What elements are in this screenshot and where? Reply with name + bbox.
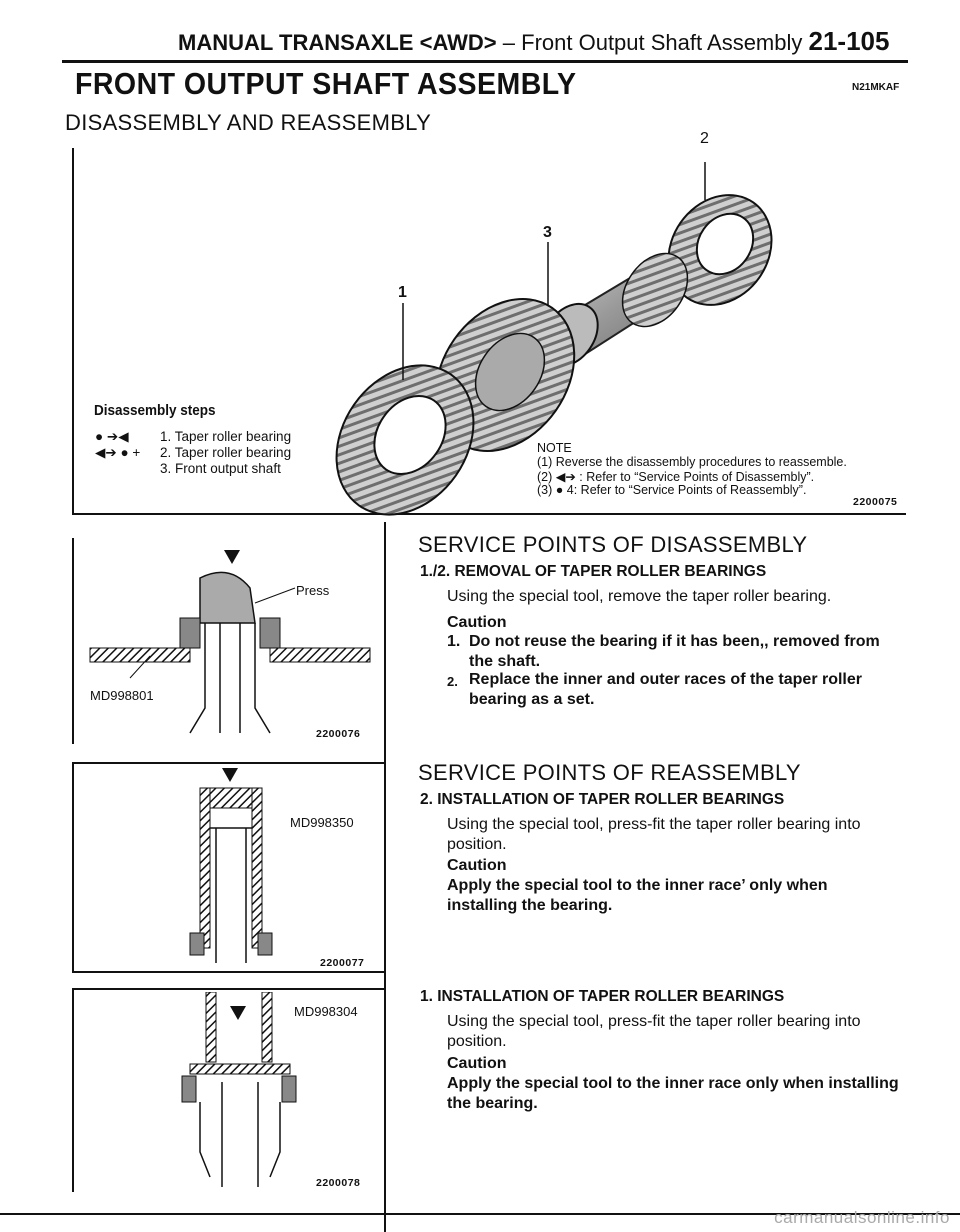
- page-header: MANUAL TRANSAXLE <AWD> – Front Output Sh…: [178, 26, 889, 57]
- output-shaft-illustration: [335, 162, 773, 516]
- disassembly-body: Using the special tool, remove the taper…: [447, 588, 832, 605]
- reassembly-item-1-body: Using the special tool, press-fit the ta…: [447, 1013, 861, 1050]
- footer-rule: [0, 1213, 960, 1215]
- reassembly-item-2-body: Using the special tool, press-fit the ta…: [447, 816, 861, 853]
- caution-1-num: 1.: [447, 633, 461, 650]
- fig3-number: 2200078: [316, 1177, 361, 1189]
- fig2-tool-label: MD998350: [290, 815, 354, 830]
- step-2-text: 2. Taper roller bearing: [160, 445, 292, 460]
- reassembly-item-2-caution-text: Apply the special tool to the inner race…: [447, 877, 828, 914]
- main-figure-number: 2200075: [853, 496, 898, 508]
- header-dash: –: [502, 30, 516, 55]
- callout-2: 2: [700, 130, 709, 147]
- page-number: 21-105: [808, 26, 890, 56]
- note-2: (2) ◀➔ : Refer to “Service Points of Dis…: [537, 470, 815, 484]
- fig1-number: 2200076: [316, 728, 361, 740]
- caution-2-num: 2.: [447, 674, 458, 689]
- header-prefix: MANUAL TRANSAXLE: [178, 30, 414, 55]
- disassembly-subheading: 1./2. REMOVAL OF TAPER ROLLER BEARINGS: [420, 563, 767, 580]
- caution-1-text: Do not reuse the bearing if it has been,…: [469, 633, 880, 670]
- fig3-top-border: [72, 988, 386, 990]
- reassembly-item-1-caution-text: Apply the special tool to the inner race…: [447, 1075, 899, 1112]
- disassembly-heading: SERVICE POINTS OF DISASSEMBLY: [418, 532, 808, 557]
- watermark: carmanualsonline.info: [774, 1208, 950, 1227]
- fig1-press-label: Press: [296, 583, 330, 598]
- fig2-left-border: [72, 762, 74, 972]
- step-1-text: 1. Taper roller bearing: [160, 429, 292, 444]
- header-section: Front Output Shaft Assembly: [521, 30, 803, 55]
- main-figure-left-border: [72, 148, 74, 514]
- section-subtitle: DISASSEMBLY AND REASSEMBLY: [65, 110, 432, 135]
- step-2-marks: ◀➔ ● +: [95, 445, 141, 460]
- press-removal-illustration: [89, 550, 371, 734]
- fig3-left-border: [72, 988, 74, 1192]
- header-rule: [62, 60, 908, 63]
- reassembly-item-1-caution-label: Caution: [447, 1055, 507, 1072]
- disassembly-caution-label: Caution: [447, 614, 507, 631]
- step-1-marks: ● ➔◀: [95, 429, 129, 444]
- fig1-left-border: [72, 538, 74, 744]
- figures-right-border: [384, 522, 386, 1232]
- main-figure-bottom-border: [72, 513, 906, 515]
- note-1: (1) Reverse the disassembly procedures t…: [537, 455, 847, 469]
- fig2-top-border: [72, 762, 386, 764]
- page-title: FRONT OUTPUT SHAFT ASSEMBLY: [75, 66, 577, 101]
- doc-code: N21MKAF: [852, 82, 900, 93]
- fig1-tool-label: MD998801: [90, 688, 154, 703]
- callout-3: 3: [543, 224, 552, 241]
- fig2-number: 2200077: [320, 957, 365, 969]
- header-variant: <AWD>: [419, 30, 497, 55]
- reassembly-item-2-subheading: 2. INSTALLATION OF TAPER ROLLER BEARINGS: [420, 791, 785, 808]
- reassembly-item-1-subheading: 1. INSTALLATION OF TAPER ROLLER BEARINGS: [420, 988, 785, 1005]
- step-3-text: 3. Front output shaft: [160, 461, 281, 476]
- reassembly-item-2-caution-label: Caution: [447, 857, 507, 874]
- reassembly-heading: SERVICE POINTS OF REASSEMBLY: [418, 760, 801, 785]
- steps-heading: Disassembly steps: [94, 402, 216, 419]
- note-3: (3) ● 4: Refer to “Service Points of Rea…: [537, 483, 807, 497]
- install-tool-md998304-illustration: [181, 992, 297, 1187]
- fig3-tool-label: MD998304: [294, 1004, 358, 1019]
- note-heading: NOTE: [537, 441, 572, 455]
- install-tool-md998350-illustration: [189, 768, 273, 963]
- fig2-bottom-border: [72, 971, 386, 973]
- caution-2-text: Replace the inner and outer races of the…: [469, 671, 862, 708]
- callout-1: 1: [398, 284, 407, 301]
